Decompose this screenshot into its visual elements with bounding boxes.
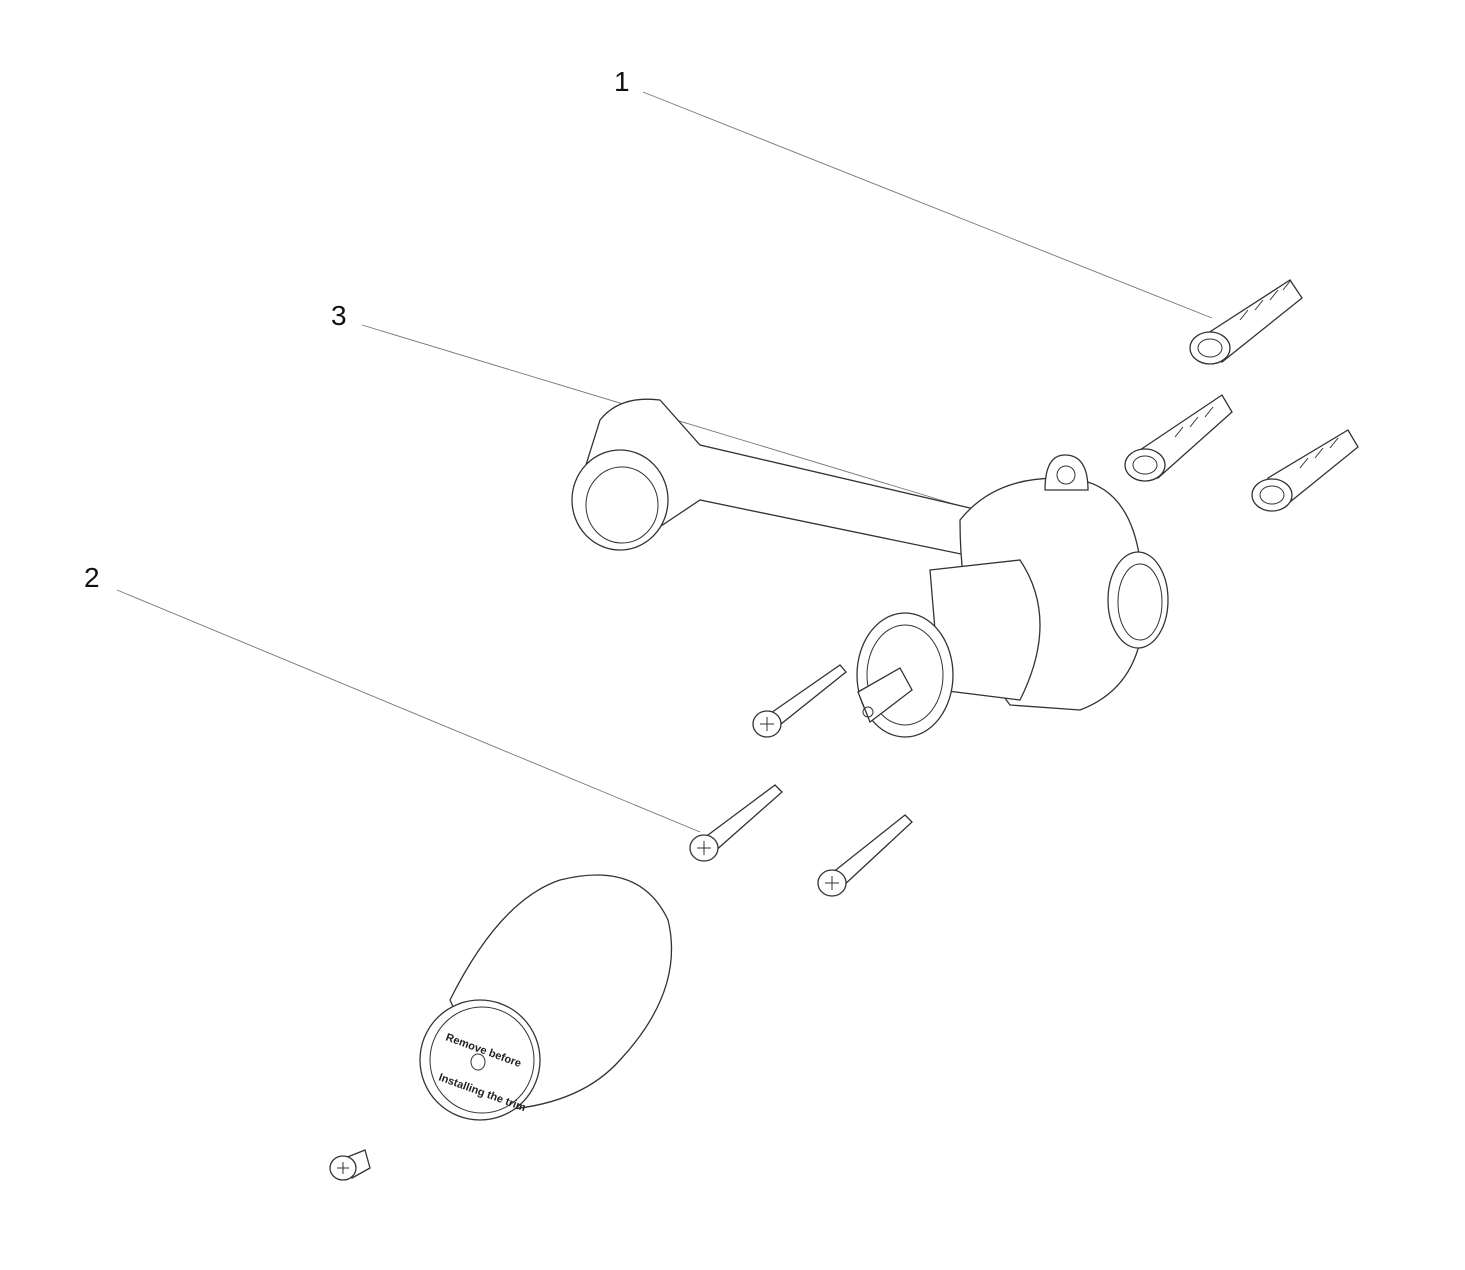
leader-line-2 (116, 589, 701, 833)
screw (752, 664, 847, 738)
leader-line-1 (642, 91, 1213, 319)
valve-body (571, 398, 1169, 738)
wall-plug (1124, 394, 1233, 482)
small-screw (329, 1149, 371, 1181)
callout-2: 2 (84, 562, 100, 593)
callout-3: 3 (331, 300, 347, 331)
wall-plug (1251, 429, 1359, 512)
wall-plug (1189, 279, 1303, 365)
callout-1: 1 (614, 66, 630, 97)
screw (817, 814, 913, 897)
screw (689, 784, 783, 862)
protective-cap: Remove before Installing the trim (419, 874, 673, 1121)
